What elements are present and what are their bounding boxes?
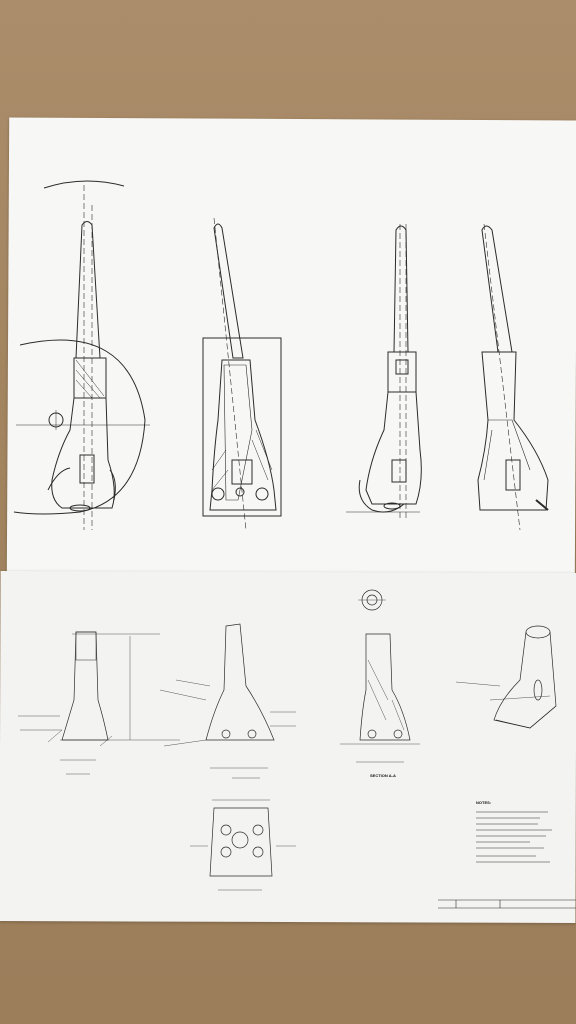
pick-view-2 — [202, 217, 282, 531]
pick-view-3 — [346, 224, 422, 520]
dimensioned-view-1 — [18, 631, 180, 775]
dimensioned-view-2 — [159, 623, 296, 779]
notes-block — [476, 811, 552, 863]
section-label: SECTION A-A — [370, 773, 396, 778]
title-block — [438, 899, 576, 909]
pick-view-1 — [13, 180, 150, 530]
bottom-plan-view — [190, 799, 296, 891]
isometric-view — [455, 625, 557, 729]
notes-title: NOTES: — [476, 800, 492, 805]
pick-view-4 — [477, 223, 549, 531]
section-view-aa — [340, 589, 420, 763]
